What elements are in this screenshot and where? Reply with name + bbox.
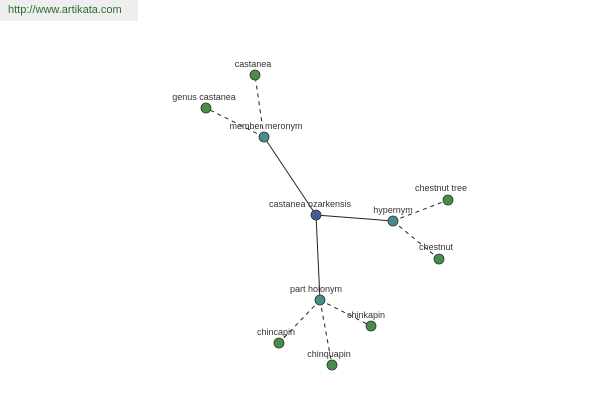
node-label-part-holonym[interactable]: part holonym: [290, 284, 342, 294]
node-label-chinquapin[interactable]: chinquapin: [307, 349, 351, 359]
edge-hypernym-to-chestnut: [392, 220, 440, 260]
node-part-holonym[interactable]: [314, 294, 326, 306]
edge-hypernym-to-chestnut-tree: [392, 199, 449, 222]
node-label-hypernym[interactable]: hypernym: [373, 205, 413, 215]
edge-castanea-ozarkensis-to-hypernym: [315, 214, 394, 222]
node-chincapin[interactable]: [273, 337, 285, 349]
node-label-chincapin[interactable]: chincapin: [257, 327, 295, 337]
node-chinkapin[interactable]: [365, 320, 377, 332]
edge-part-holonym-to-chincapin: [278, 299, 321, 344]
edge-member-meronym-to-genus-castanea: [205, 107, 265, 138]
node-label-castanea[interactable]: castanea: [235, 59, 272, 69]
source-url-link[interactable]: http://www.artikata.com: [0, 0, 138, 21]
node-label-genus-castanea[interactable]: genus castanea: [172, 92, 236, 102]
node-castanea-ozarkensis[interactable]: [310, 209, 322, 221]
edge-castanea-ozarkensis-to-part-holonym: [315, 214, 321, 301]
node-chestnut-tree[interactable]: [442, 194, 454, 206]
edges-layer: [205, 74, 449, 366]
node-label-chestnut[interactable]: chestnut: [419, 242, 454, 252]
node-label-member-meronym[interactable]: member meronym: [229, 121, 302, 131]
labels-layer: castanea ozarkensis member meronym hyperny…: [172, 59, 467, 359]
node-chinquapin[interactable]: [326, 359, 338, 371]
node-label-chestnut-tree[interactable]: chestnut tree: [415, 183, 467, 193]
node-label-chinkapin[interactable]: chinkapin: [347, 310, 385, 320]
edge-member-meronym-to-castanea: [254, 74, 265, 138]
edge-part-holonym-to-chinkapin: [319, 299, 372, 327]
node-castanea[interactable]: [249, 69, 261, 81]
nodes-layer: [200, 69, 454, 371]
edge-part-holonym-to-chinquapin: [319, 299, 333, 366]
node-chestnut[interactable]: [433, 253, 445, 265]
node-label-castanea-ozarkensis[interactable]: castanea ozarkensis: [269, 199, 352, 209]
edge-castanea-ozarkensis-to-member-meronym: [263, 136, 317, 216]
node-hypernym[interactable]: [387, 215, 399, 227]
node-member-meronym[interactable]: [258, 131, 270, 143]
node-genus-castanea[interactable]: [200, 102, 212, 114]
